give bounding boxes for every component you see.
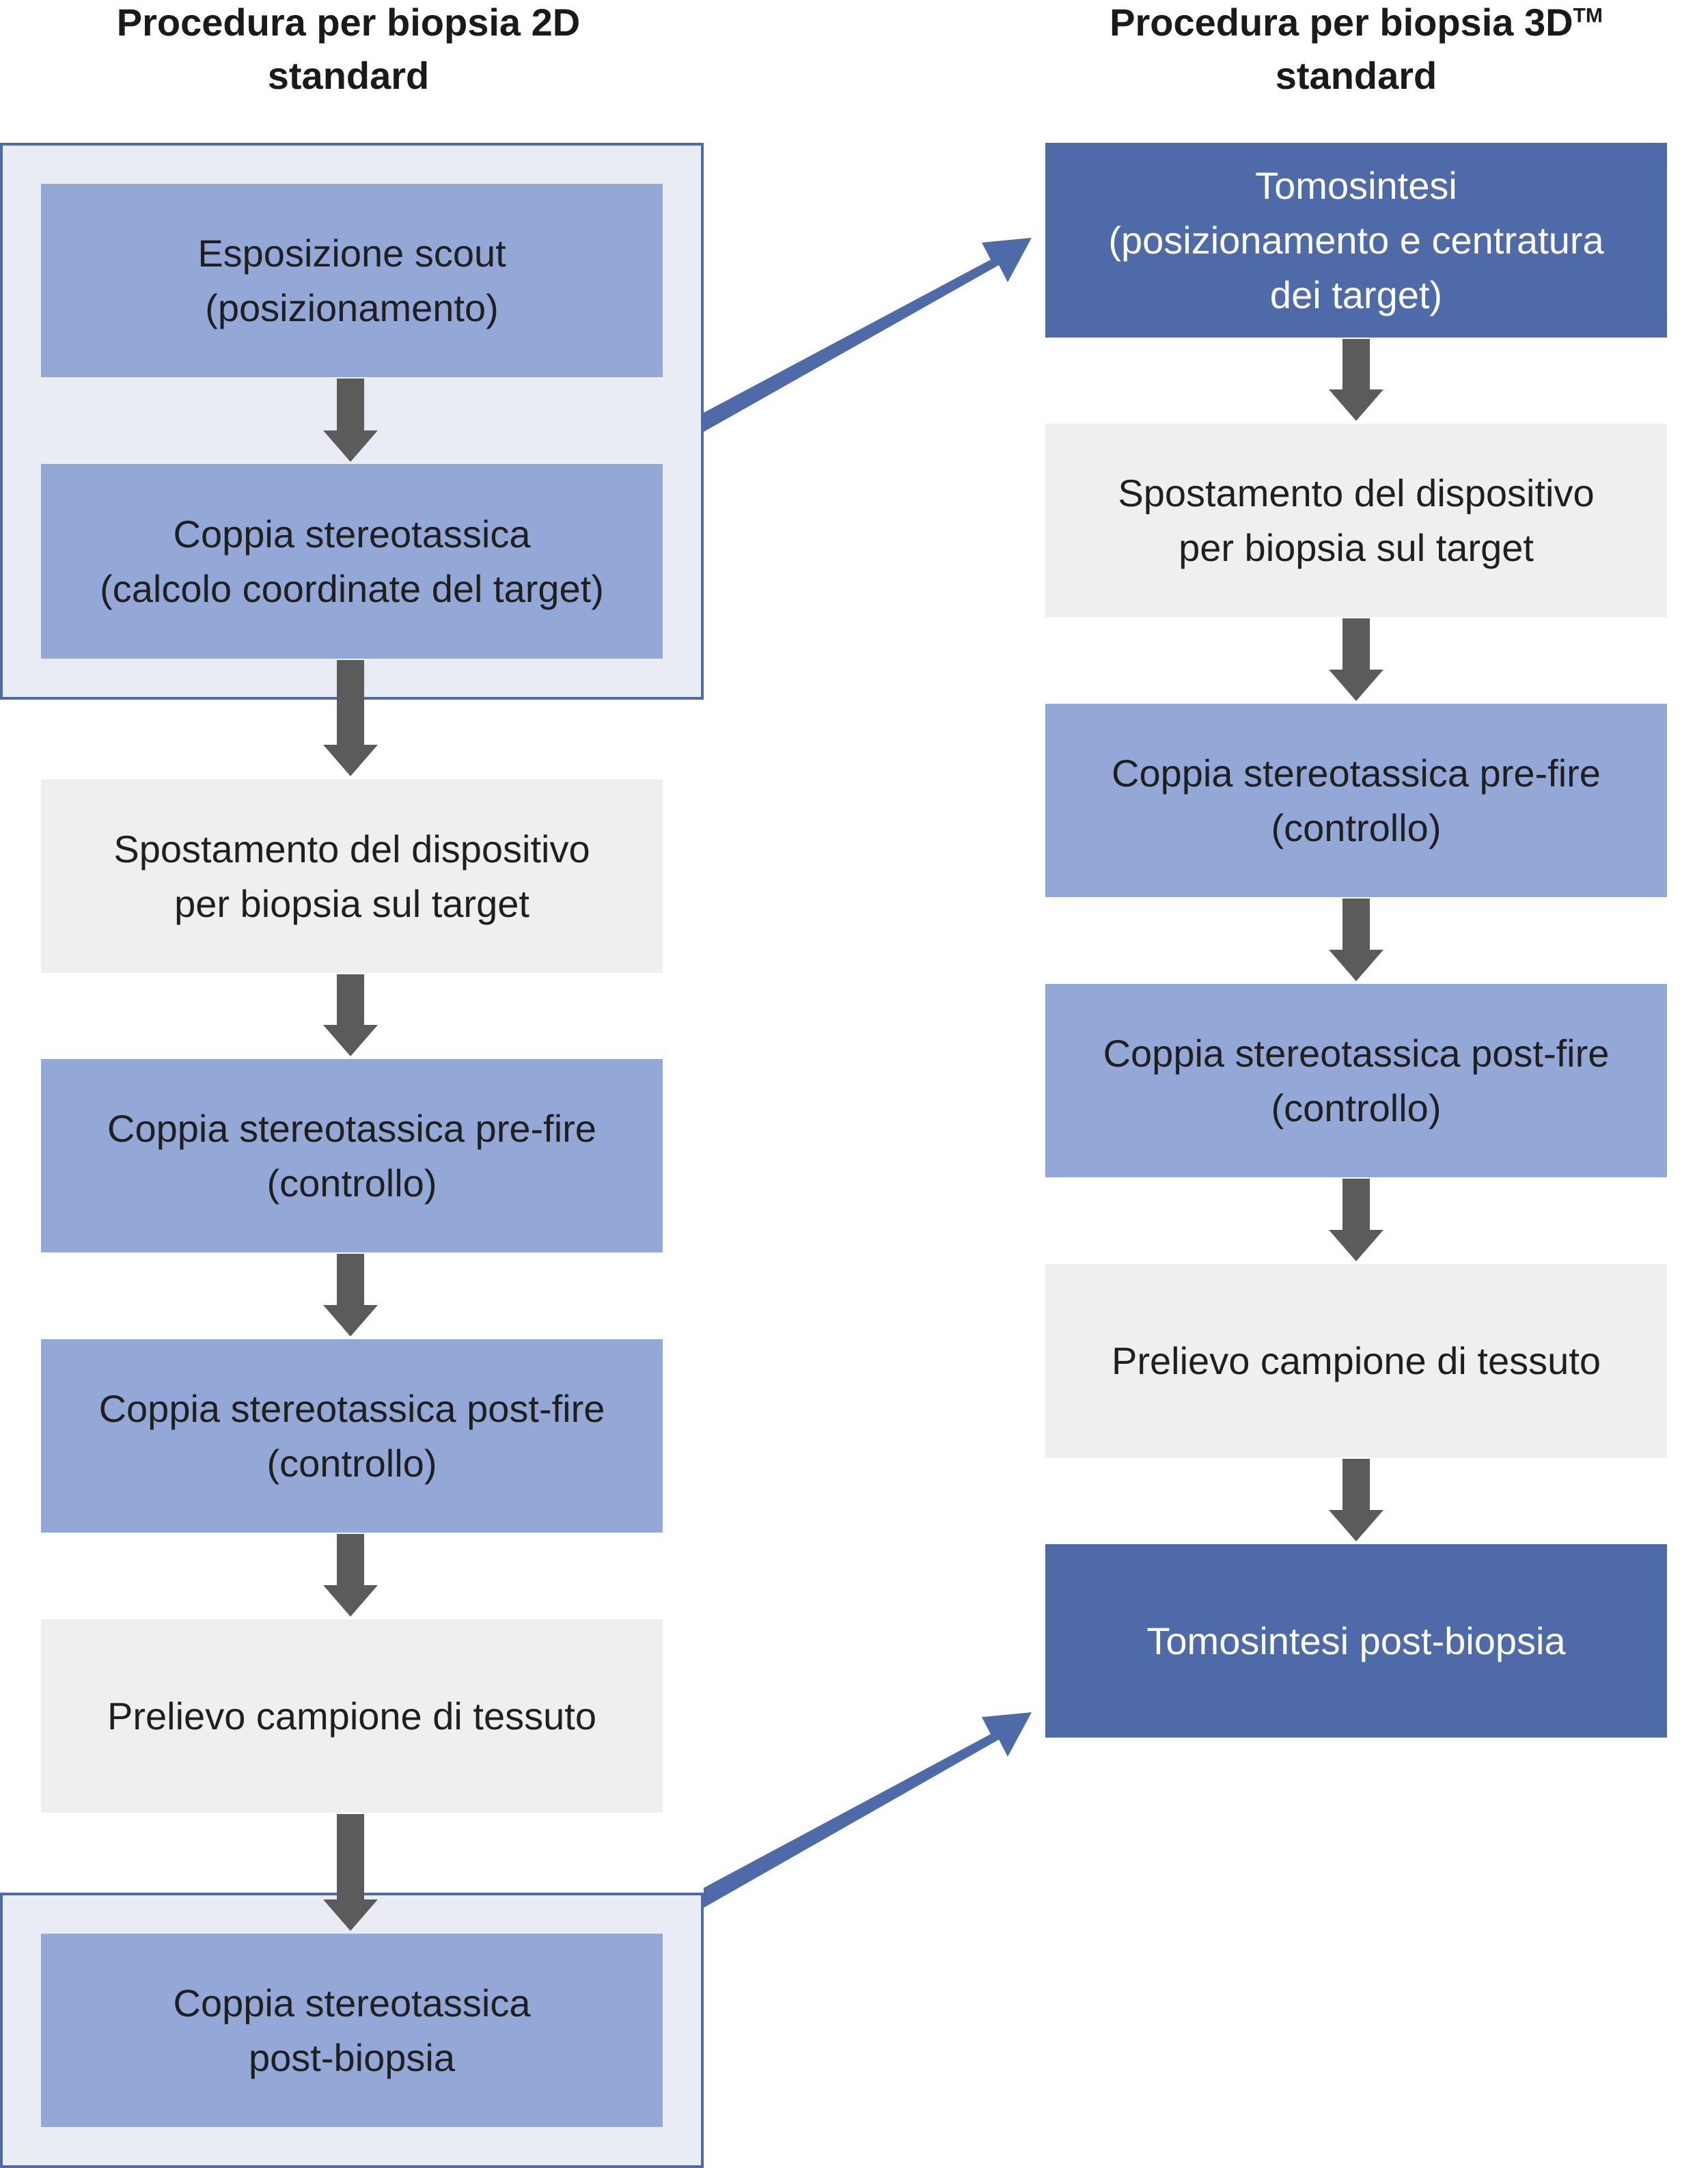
down-arrow-right-1 xyxy=(1329,339,1383,421)
down-arrow-right-5 xyxy=(1329,1459,1383,1541)
down-arrow-right-3 xyxy=(1329,898,1383,981)
right-step-stereo-pre-fire: Coppia stereotassica pre-fire (controllo… xyxy=(1045,704,1667,897)
right-title-line2: standard xyxy=(1275,54,1437,97)
right-step-move-device: Spostamento del dispositivo per biopsia … xyxy=(1045,424,1667,617)
right-step-tomosynthesis-post-biopsy: Tomosintesi post-biopsia xyxy=(1045,1544,1667,1738)
right-step-stereo-post-fire: Coppia stereotassica post-fire (controll… xyxy=(1045,984,1667,1177)
left-step-stereo-post-fire: Coppia stereotassica post-fire (controll… xyxy=(41,1339,663,1533)
left-title-line1: Procedura per biopsia 2D xyxy=(116,1,581,44)
down-arrow-left-2 xyxy=(323,660,378,776)
right-column-title: Procedura per biopsia 3DTM standard xyxy=(1032,0,1681,102)
down-arrow-left-3 xyxy=(323,974,378,1056)
left-title-line2: standard xyxy=(267,54,430,97)
down-arrow-left-5 xyxy=(323,1534,378,1617)
down-arrow-left-1 xyxy=(323,379,378,462)
left-step-scout-exposure: Esposizione scout (posizionamento) xyxy=(41,184,663,377)
right-step-tissue-sample: Prelievo campione di tessuto xyxy=(1045,1264,1667,1457)
left-step-tissue-sample: Prelievo campione di tessuto xyxy=(41,1619,663,1813)
right-step-tomosynthesis: Tomosintesi (posizionamento e centratura… xyxy=(1045,143,1667,338)
cross-arrow-bottom xyxy=(704,1712,1032,1908)
down-arrow-right-2 xyxy=(1329,618,1383,701)
right-title-line1: Procedura per biopsia 3D xyxy=(1110,1,1573,44)
left-step-move-device: Spostamento del dispositivo per biopsia … xyxy=(41,780,663,973)
left-step-stereo-pre-fire: Coppia stereotassica pre-fire (controllo… xyxy=(41,1059,663,1252)
left-column-title: Procedura per biopsia 2D standard xyxy=(41,0,656,102)
down-arrow-left-6 xyxy=(323,1814,378,1931)
down-arrow-right-4 xyxy=(1329,1179,1383,1261)
cross-arrow-top xyxy=(704,238,1032,432)
left-step-stereo-pair-coordinates: Coppia stereotassica (calcolo coordinate… xyxy=(41,464,663,659)
trademark-sup: TM xyxy=(1573,4,1603,27)
down-arrow-left-4 xyxy=(323,1254,378,1336)
left-step-stereo-post-biopsy: Coppia stereotassica post-biopsia xyxy=(41,1934,663,2127)
